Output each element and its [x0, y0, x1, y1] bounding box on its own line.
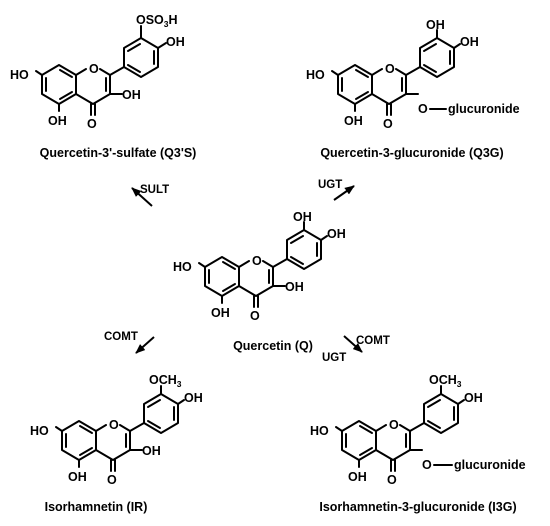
i3g-3-oxygen: O — [422, 458, 432, 472]
q3g-ring-oxygen: O — [385, 62, 395, 76]
structure-q3s: HO O OH O OH OH OSO3H — [10, 13, 185, 131]
q-carbonyl-oxygen: O — [250, 309, 260, 323]
label-comt-right: COMT — [356, 335, 390, 347]
q3g-7-hydroxyl: HO — [306, 68, 325, 82]
i3g-carbonyl-oxygen: O — [387, 473, 397, 487]
q3s-7-hydroxyl: HO — [10, 68, 29, 82]
q-5-hydroxyl: OH — [211, 306, 230, 320]
label-sult: SULT — [140, 184, 169, 196]
i3g-glucuronide: glucuronide — [454, 458, 526, 472]
i3g-3p-methoxy: OCH3 — [429, 373, 462, 389]
q3s-3-hydroxyl: OH — [122, 88, 141, 102]
ir-ring-oxygen: O — [109, 418, 119, 432]
ir-7-hydroxyl: HO — [30, 424, 49, 438]
q3g-4p-hydroxyl: OH — [460, 35, 479, 49]
q-4p-hydroxyl: OH — [327, 227, 346, 241]
q-ring-oxygen: O — [252, 254, 262, 268]
arrow-ugt-top — [333, 185, 355, 201]
caption-quercetin: Quercetin (Q) — [233, 339, 313, 353]
ir-3p-methoxy: OCH3 — [149, 373, 182, 389]
i3g-ring-oxygen: O — [389, 418, 399, 432]
caption-q3s: Quercetin-3'-sulfate (Q3'S) — [40, 146, 197, 160]
q3s-3p-sulfate: OSO3H — [136, 13, 178, 29]
q-3-hydroxyl: OH — [285, 280, 304, 294]
q3g-carbonyl-oxygen: O — [383, 117, 393, 131]
q3s-5-hydroxyl: OH — [48, 114, 67, 128]
ir-3-hydroxyl: OH — [142, 444, 161, 458]
structure-q3g: HO O OH O O glucuronide OH OH — [306, 18, 520, 131]
caption-q3g: Quercetin-3-glucuronide (Q3G) — [320, 146, 503, 160]
q3g-glucuronide: glucuronide — [448, 102, 520, 116]
arrow-comt-left — [135, 336, 155, 354]
q3g-3-oxygen: O — [418, 102, 428, 116]
q3s-carbonyl-oxygen: O — [87, 117, 97, 131]
label-comt-left: COMT — [104, 331, 138, 343]
ir-4p-hydroxyl: OH — [184, 391, 203, 405]
i3g-5-hydroxyl: OH — [348, 470, 367, 484]
label-ugt-top: UGT — [318, 179, 342, 191]
i3g-4p-hydroxyl: OH — [464, 391, 483, 405]
i3g-7-hydroxyl: HO — [310, 424, 329, 438]
ir-carbonyl-oxygen: O — [107, 473, 117, 487]
q-3p-hydroxyl: OH — [293, 210, 312, 224]
ir-5-hydroxyl: OH — [68, 470, 87, 484]
label-ugt-right: UGT — [322, 352, 346, 364]
q3g-5-hydroxyl: OH — [344, 114, 363, 128]
structure-quercetin: HO O OH O OH OH OH — [173, 210, 346, 323]
caption-i3g: Isorhamnetin-3-glucuronide (I3G) — [319, 500, 516, 514]
arrow-sult — [131, 187, 153, 207]
structure-i3g: HO O OH O O glucuronide OH OCH3 — [310, 373, 526, 487]
q3g-3p-hydroxyl: OH — [426, 18, 445, 32]
arrow-comt-ugt-right — [343, 335, 363, 353]
q3s-ring-oxygen: O — [89, 62, 99, 76]
q3s-4p-hydroxyl: OH — [166, 35, 185, 49]
caption-isorhamnetin: Isorhamnetin (IR) — [45, 500, 148, 514]
structure-isorhamnetin: HO O OH O OH OH OCH3 — [30, 373, 203, 487]
q-7-hydroxyl: HO — [173, 260, 192, 274]
